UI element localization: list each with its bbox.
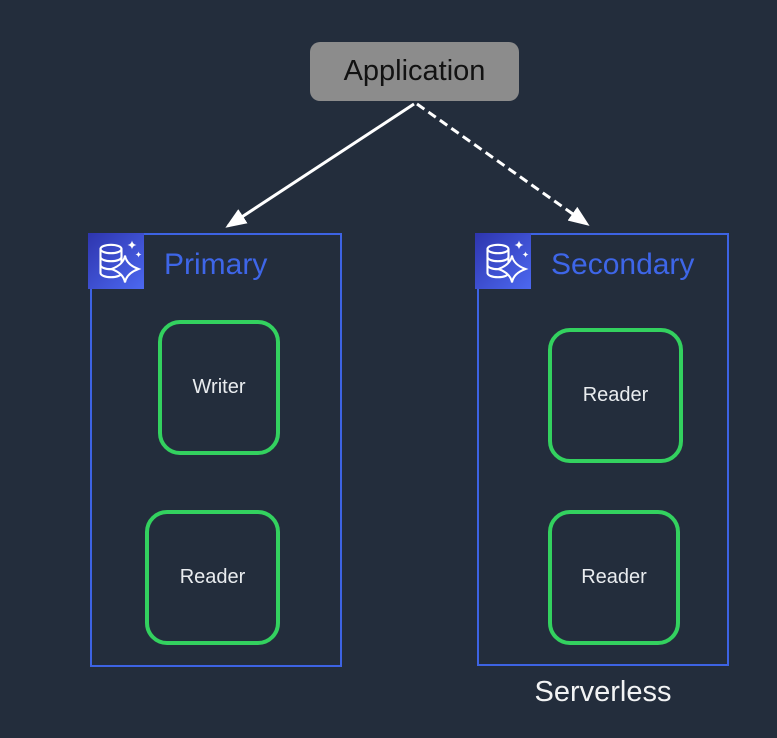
writer-node-label: Writer xyxy=(192,376,246,398)
secondary-cluster-title: Secondary xyxy=(551,248,695,281)
primary-cluster-title: Primary xyxy=(164,248,268,281)
reader-node-label: Reader xyxy=(179,566,246,588)
aurora-database-sparkle-icon xyxy=(88,233,144,289)
reader-node: Reader xyxy=(548,328,683,463)
writer-node: Writer xyxy=(158,320,280,455)
application-label: Application xyxy=(343,55,486,87)
secondary-cluster: Secondary Reader Reader xyxy=(475,233,729,666)
primary-cluster: Primary Writer Reader xyxy=(88,233,342,667)
application-node: Application xyxy=(310,42,519,101)
aurora-database-sparkle-icon xyxy=(475,233,531,289)
reader-node: Reader xyxy=(145,510,280,645)
dashed-arrow-application-to-secondary xyxy=(416,102,590,226)
serverless-caption: Serverless xyxy=(534,676,672,708)
solid-arrow-application-to-primary xyxy=(225,102,415,228)
reader-node: Reader xyxy=(548,510,680,645)
reader-node-label: Reader xyxy=(581,566,647,588)
reader-node-label: Reader xyxy=(582,384,649,406)
